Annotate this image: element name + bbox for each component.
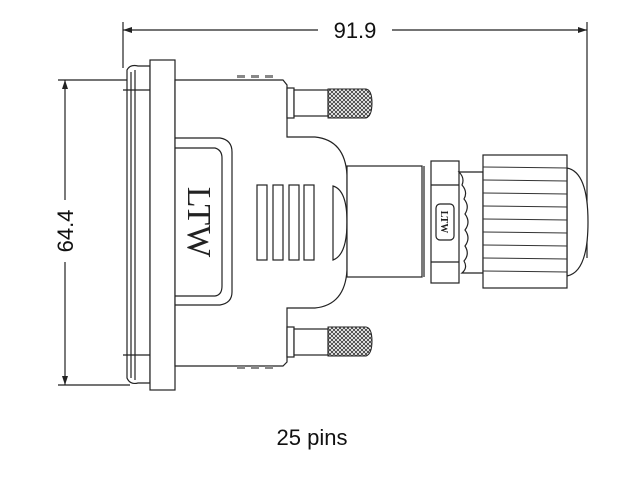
top-contacts [237,75,273,369]
width-dimension: 91.9 [122,18,588,258]
caption: 25 pins [277,425,348,450]
cable-gland: LTW [346,154,589,289]
top-screw [286,87,373,119]
connector-body: LTW [174,75,348,369]
vent-slots [256,184,315,261]
height-dimension-label: 64.4 [53,210,78,253]
bottom-screw [286,326,373,358]
body-logo: LTW [180,187,217,258]
width-dimension-label: 91.9 [334,18,377,43]
height-dimension: 64.4 [53,79,130,386]
nut-logo: LTW [438,211,449,233]
flange [123,59,176,391]
